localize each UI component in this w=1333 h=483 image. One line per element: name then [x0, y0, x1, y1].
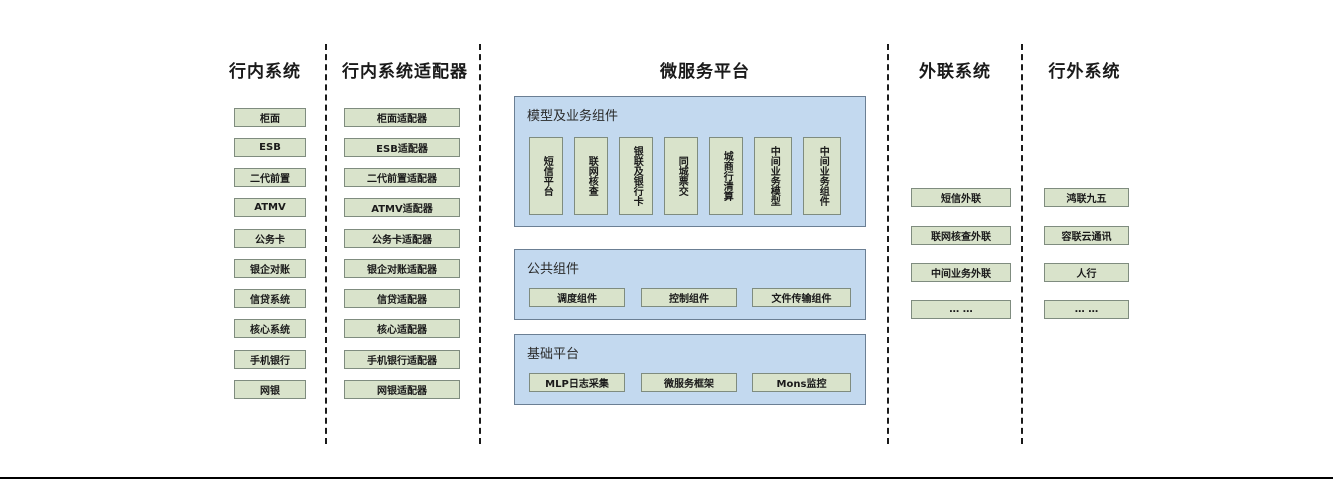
bottom-divider — [0, 477, 1333, 479]
model-component-label: 同城票交 — [676, 156, 688, 196]
base-platform-item[interactable]: Mons监控 — [752, 373, 851, 392]
internal-adapter-item[interactable]: 手机银行适配器 — [344, 350, 460, 369]
panel-public-components: 公共组件 — [514, 249, 866, 320]
column-title-internal-systems: 行内系统 — [229, 62, 301, 82]
public-component-item[interactable]: 控制组件 — [641, 288, 737, 307]
external-liaison-item[interactable]: 中间业务外联 — [911, 263, 1011, 282]
column-title-outside-bank: 行外系统 — [1048, 62, 1121, 82]
internal-system-item[interactable]: 核心系统 — [234, 319, 306, 338]
column-separator-3 — [887, 44, 889, 444]
internal-adapter-item[interactable]: ESB适配器 — [344, 138, 460, 157]
model-component-label: 银联及银行卡 — [631, 146, 643, 206]
internal-adapter-item[interactable]: 二代前置适配器 — [344, 168, 460, 187]
model-component-label: 短信平台 — [541, 156, 553, 196]
internal-adapter-item[interactable]: 信贷适配器 — [344, 289, 460, 308]
panel-title-public-components: 公共组件 — [527, 262, 580, 277]
outside-bank-item[interactable]: 鸿联九五 — [1044, 188, 1129, 207]
column-title-microservice-platform: 微服务平台 — [660, 62, 750, 82]
model-component-item[interactable]: 银联及银行卡 — [619, 137, 653, 215]
model-component-item[interactable]: 短信平台 — [529, 137, 563, 215]
column-separator-1 — [325, 44, 327, 444]
outside-bank-item[interactable]: 人行 — [1044, 263, 1129, 282]
public-component-item[interactable]: 调度组件 — [529, 288, 625, 307]
internal-adapter-item[interactable]: ATMV适配器 — [344, 198, 460, 217]
internal-system-item[interactable]: 网银 — [234, 380, 306, 399]
column-title-external-liaison: 外联系统 — [919, 62, 991, 82]
model-component-item[interactable]: 联网核查 — [574, 137, 608, 215]
internal-system-item[interactable]: ESB — [234, 138, 306, 157]
internal-adapter-item[interactable]: 柜面适配器 — [344, 108, 460, 127]
internal-system-item[interactable]: ATMV — [234, 198, 306, 217]
model-component-item[interactable]: 同城票交 — [664, 137, 698, 215]
model-component-item[interactable]: 中间业务模型 — [754, 137, 792, 215]
internal-adapter-item[interactable]: 核心适配器 — [344, 319, 460, 338]
column-separator-2 — [479, 44, 481, 444]
model-component-label: 中间业务组件 — [817, 146, 829, 206]
internal-system-item[interactable]: 柜面 — [234, 108, 306, 127]
model-component-label: 联网核查 — [586, 156, 598, 196]
base-platform-item[interactable]: 微服务框架 — [641, 373, 737, 392]
internal-adapter-item[interactable]: 公务卡适配器 — [344, 229, 460, 248]
internal-adapter-item[interactable]: 银企对账适配器 — [344, 259, 460, 278]
model-component-item[interactable]: 城商行清算 — [709, 137, 743, 215]
panel-base-platform: 基础平台 — [514, 334, 866, 405]
external-liaison-item[interactable]: … … — [911, 300, 1011, 319]
column-separator-4 — [1021, 44, 1023, 444]
internal-system-item[interactable]: 信贷系统 — [234, 289, 306, 308]
model-component-label: 城商行清算 — [721, 151, 733, 201]
outside-bank-item[interactable]: … … — [1044, 300, 1129, 319]
base-platform-item[interactable]: MLP日志采集 — [529, 373, 625, 392]
panel-title-base-platform: 基础平台 — [527, 347, 580, 362]
internal-system-item[interactable]: 二代前置 — [234, 168, 306, 187]
internal-system-item[interactable]: 银企对账 — [234, 259, 306, 278]
column-title-internal-adapters: 行内系统适配器 — [342, 62, 468, 82]
external-liaison-item[interactable]: 短信外联 — [911, 188, 1011, 207]
external-liaison-item[interactable]: 联网核查外联 — [911, 226, 1011, 245]
internal-system-item[interactable]: 公务卡 — [234, 229, 306, 248]
model-component-label: 中间业务模型 — [768, 146, 780, 206]
panel-title-model-business-components: 模型及业务组件 — [527, 109, 619, 124]
internal-system-item[interactable]: 手机银行 — [234, 350, 306, 369]
outside-bank-item[interactable]: 容联云通讯 — [1044, 226, 1129, 245]
public-component-item[interactable]: 文件传输组件 — [752, 288, 851, 307]
model-component-item[interactable]: 中间业务组件 — [803, 137, 841, 215]
internal-adapter-item[interactable]: 网银适配器 — [344, 380, 460, 399]
